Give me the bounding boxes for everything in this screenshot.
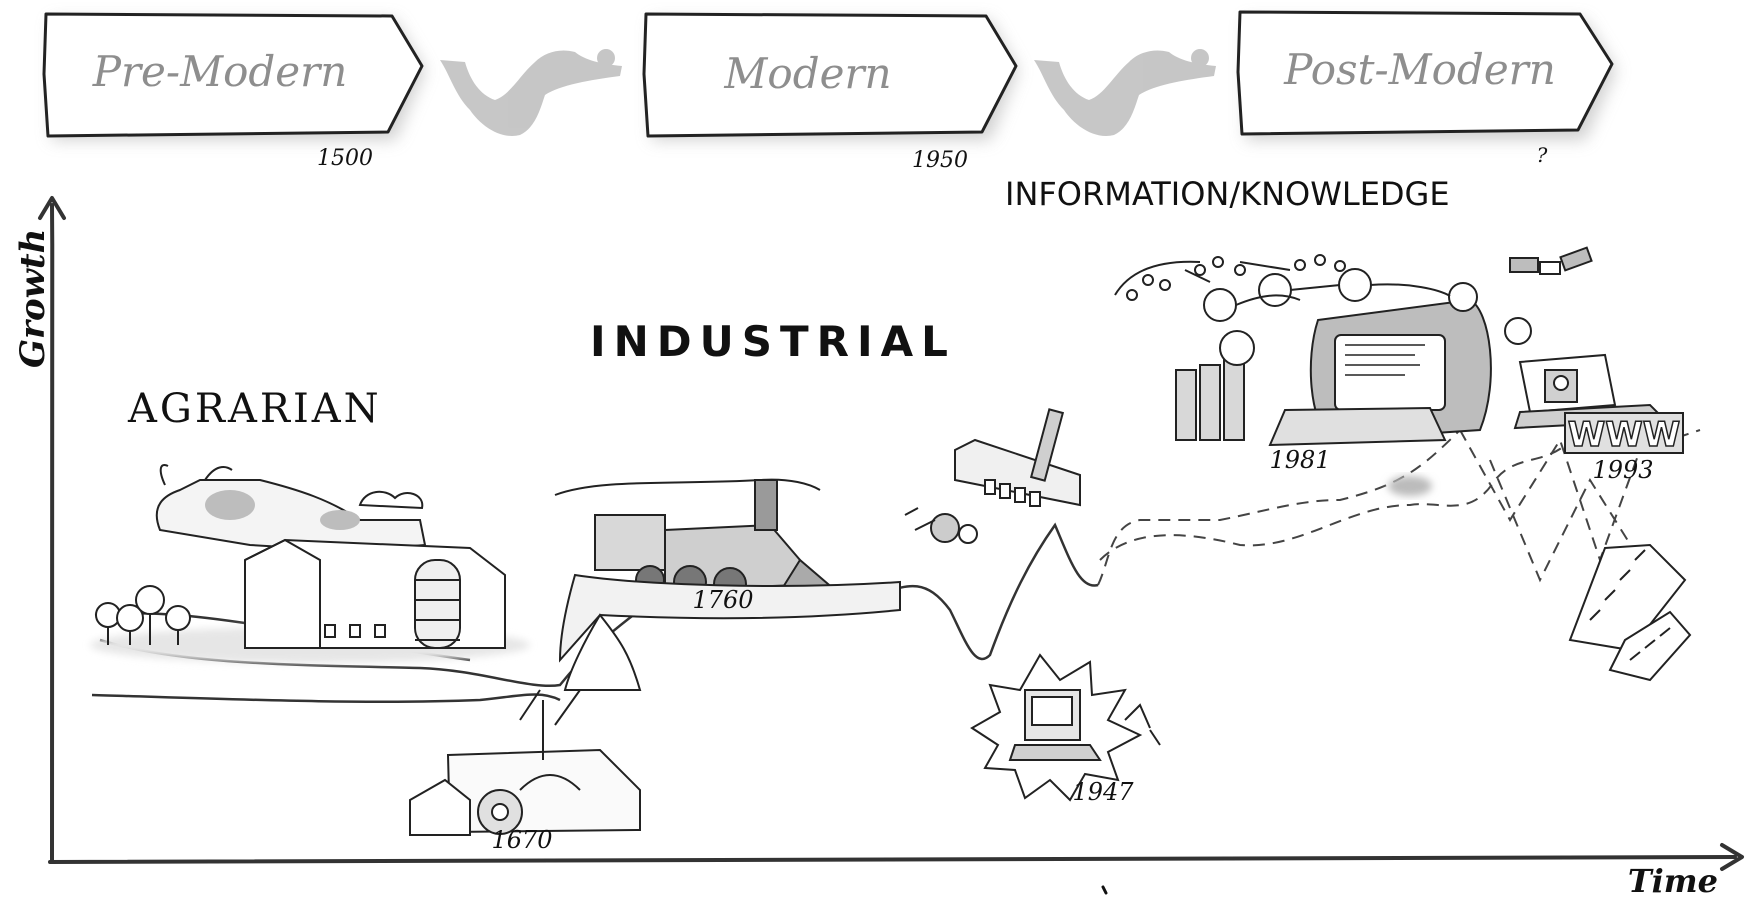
x-axis-arrow-icon (1720, 843, 1744, 871)
milestone-year: 1981 (1269, 446, 1330, 474)
y-axis-label: Growth (13, 229, 53, 368)
factory-illustration (954, 408, 1081, 507)
milestone-year: 1670 (491, 826, 552, 854)
y-axis-line (49, 203, 55, 864)
computer-1981-illustration (1175, 298, 1492, 447)
era-label: Pre-Modern (92, 47, 348, 96)
farm-scene-illustration (90, 464, 530, 663)
information-heading: INFORMATION/KNOWLEDGE (1005, 175, 1450, 213)
shadow-blob (1388, 476, 1432, 496)
satellite-icon (1509, 246, 1593, 275)
silo-icon (414, 559, 461, 649)
era-banner-pre-modern: Pre-Modern 1500 (42, 12, 425, 171)
milestone-year: 1760 (692, 586, 753, 614)
locomotive-1760-illustration (554, 478, 838, 601)
cloud-icon (358, 490, 424, 510)
milestone-year: 1993 (1592, 456, 1653, 484)
era-end-year: 1950 (912, 148, 968, 173)
network-nodes-illustration (1114, 254, 1532, 366)
steam-engine-1670-illustration (409, 700, 641, 836)
axes: Growth Time (13, 196, 1744, 897)
y-axis-arrow-icon (38, 196, 66, 220)
www-sign-illustration: WWW (1564, 412, 1684, 456)
agrarian-heading: AGRARIAN (127, 386, 382, 432)
gear-machine-icon (904, 507, 978, 544)
era-label: Modern (723, 49, 891, 98)
era-end-year: ? (1537, 143, 1548, 167)
skyscraper-illustration (1568, 543, 1692, 682)
leaping-figure-icon (1034, 49, 1216, 136)
industrial-heading: INDUSTRIAL (590, 317, 956, 366)
tree-icon (95, 585, 191, 645)
era-banner-modern: Modern 1950 (642, 12, 1018, 173)
computer-1947-burst-illustration (970, 653, 1161, 802)
era-banner-post-modern: Post-Modern ? (1236, 10, 1616, 167)
x-axis-label: Time (1628, 862, 1718, 897)
era-label: Post-Modern (1283, 45, 1556, 94)
milestone-year: 1947 (1072, 778, 1134, 806)
leaping-figure-icon (440, 49, 622, 136)
x-axis-line (48, 855, 1737, 864)
www-label: WWW (1568, 415, 1681, 455)
bridge-illustration (519, 573, 901, 726)
ink-mark (1101, 885, 1108, 895)
era-end-year: 1500 (317, 146, 373, 171)
